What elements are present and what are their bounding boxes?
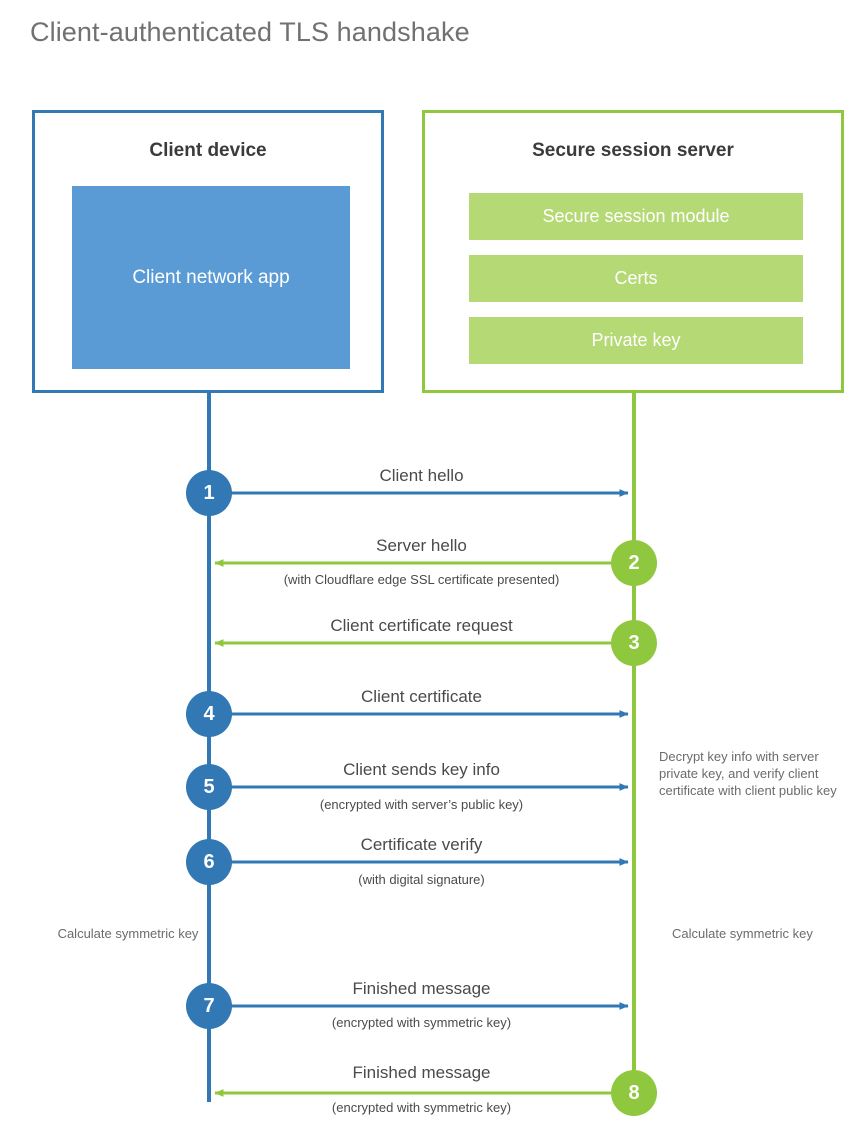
step-badge-7: 7 xyxy=(186,983,232,1029)
message-label-1: Client hello xyxy=(379,466,464,485)
message-label-3: Client certificate request xyxy=(330,616,513,635)
message-label-7: Finished message xyxy=(352,979,491,998)
step-badge-2: 2 xyxy=(611,540,657,586)
message-sublabel-8: (encrypted with symmetric key) xyxy=(331,1100,512,1115)
message-sublabel-2: (with Cloudflare edge SSL certificate pr… xyxy=(283,572,560,587)
message-label-6: Certificate verify xyxy=(360,835,483,854)
client-calculate-symmetric-key-note: Calculate symmetric key xyxy=(57,926,199,941)
server-calculate-symmetric-key-note: Calculate symmetric key xyxy=(672,926,813,941)
server-component-certs: Certs xyxy=(469,255,803,302)
step-badge-5: 5 xyxy=(186,764,232,810)
message-sublabel-5: (encrypted with server’s public key) xyxy=(319,797,524,812)
message-label-4: Client certificate xyxy=(361,687,482,706)
client-device-box: Client device Client network app xyxy=(32,110,384,393)
step-badge-4: 4 xyxy=(186,691,232,737)
message-label-5: Client sends key info xyxy=(343,760,500,779)
message-label-2: Server hello xyxy=(376,536,467,555)
page-title: Client-authenticated TLS handshake xyxy=(30,17,470,47)
step-badge-8: 8 xyxy=(611,1070,657,1116)
client-network-app-block: Client network app xyxy=(72,186,350,369)
step-badge-6: 6 xyxy=(186,839,232,885)
secure-session-server-box: Secure session server Secure session mod… xyxy=(422,110,844,393)
step-badge-1: 1 xyxy=(186,470,232,516)
message-sublabel-7: (encrypted with symmetric key) xyxy=(331,1015,512,1030)
message-label-8: Finished message xyxy=(352,1063,491,1082)
server-component-private-key: Private key xyxy=(469,317,803,364)
server-decrypt-note: Decrypt key info with server private key… xyxy=(659,749,837,798)
secure-session-server-title: Secure session server xyxy=(532,140,734,161)
message-sublabel-6: (with digital signature) xyxy=(358,872,485,887)
server-component-secure-session-module: Secure session module xyxy=(469,193,803,240)
step-badge-3: 3 xyxy=(611,620,657,666)
client-device-title: Client device xyxy=(149,140,267,161)
